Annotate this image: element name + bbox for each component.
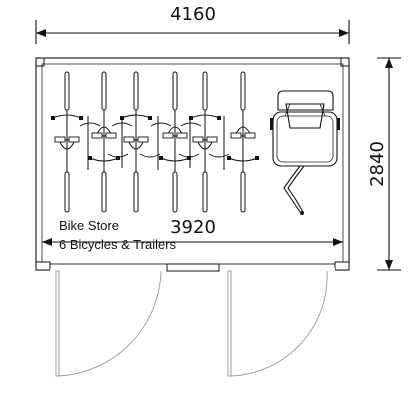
overall-width-label: 4160 xyxy=(170,4,216,25)
room-contents-label: 6 Bicycles & Trailers xyxy=(59,237,177,252)
internal-width-dimension: 3920 xyxy=(42,217,343,246)
door-swing-icon xyxy=(55,270,328,377)
bicycle-icon xyxy=(111,71,161,213)
bicycle-icon xyxy=(79,71,129,213)
bicycle-icon xyxy=(150,71,200,213)
bike-trailer-icon xyxy=(270,90,340,215)
bicycle-icon xyxy=(51,71,83,213)
overall-depth-dimension: 2840 xyxy=(367,57,401,271)
bicycles-group xyxy=(51,71,259,213)
building-outline xyxy=(35,57,350,272)
bicycle-icon xyxy=(180,71,230,213)
room-name-label: Bike Store xyxy=(59,218,119,233)
overall-width-dimension: 4160 xyxy=(35,4,350,44)
overall-depth-label: 2840 xyxy=(367,141,388,187)
internal-width-label: 3920 xyxy=(170,217,216,238)
bicycle-icon xyxy=(227,71,259,213)
